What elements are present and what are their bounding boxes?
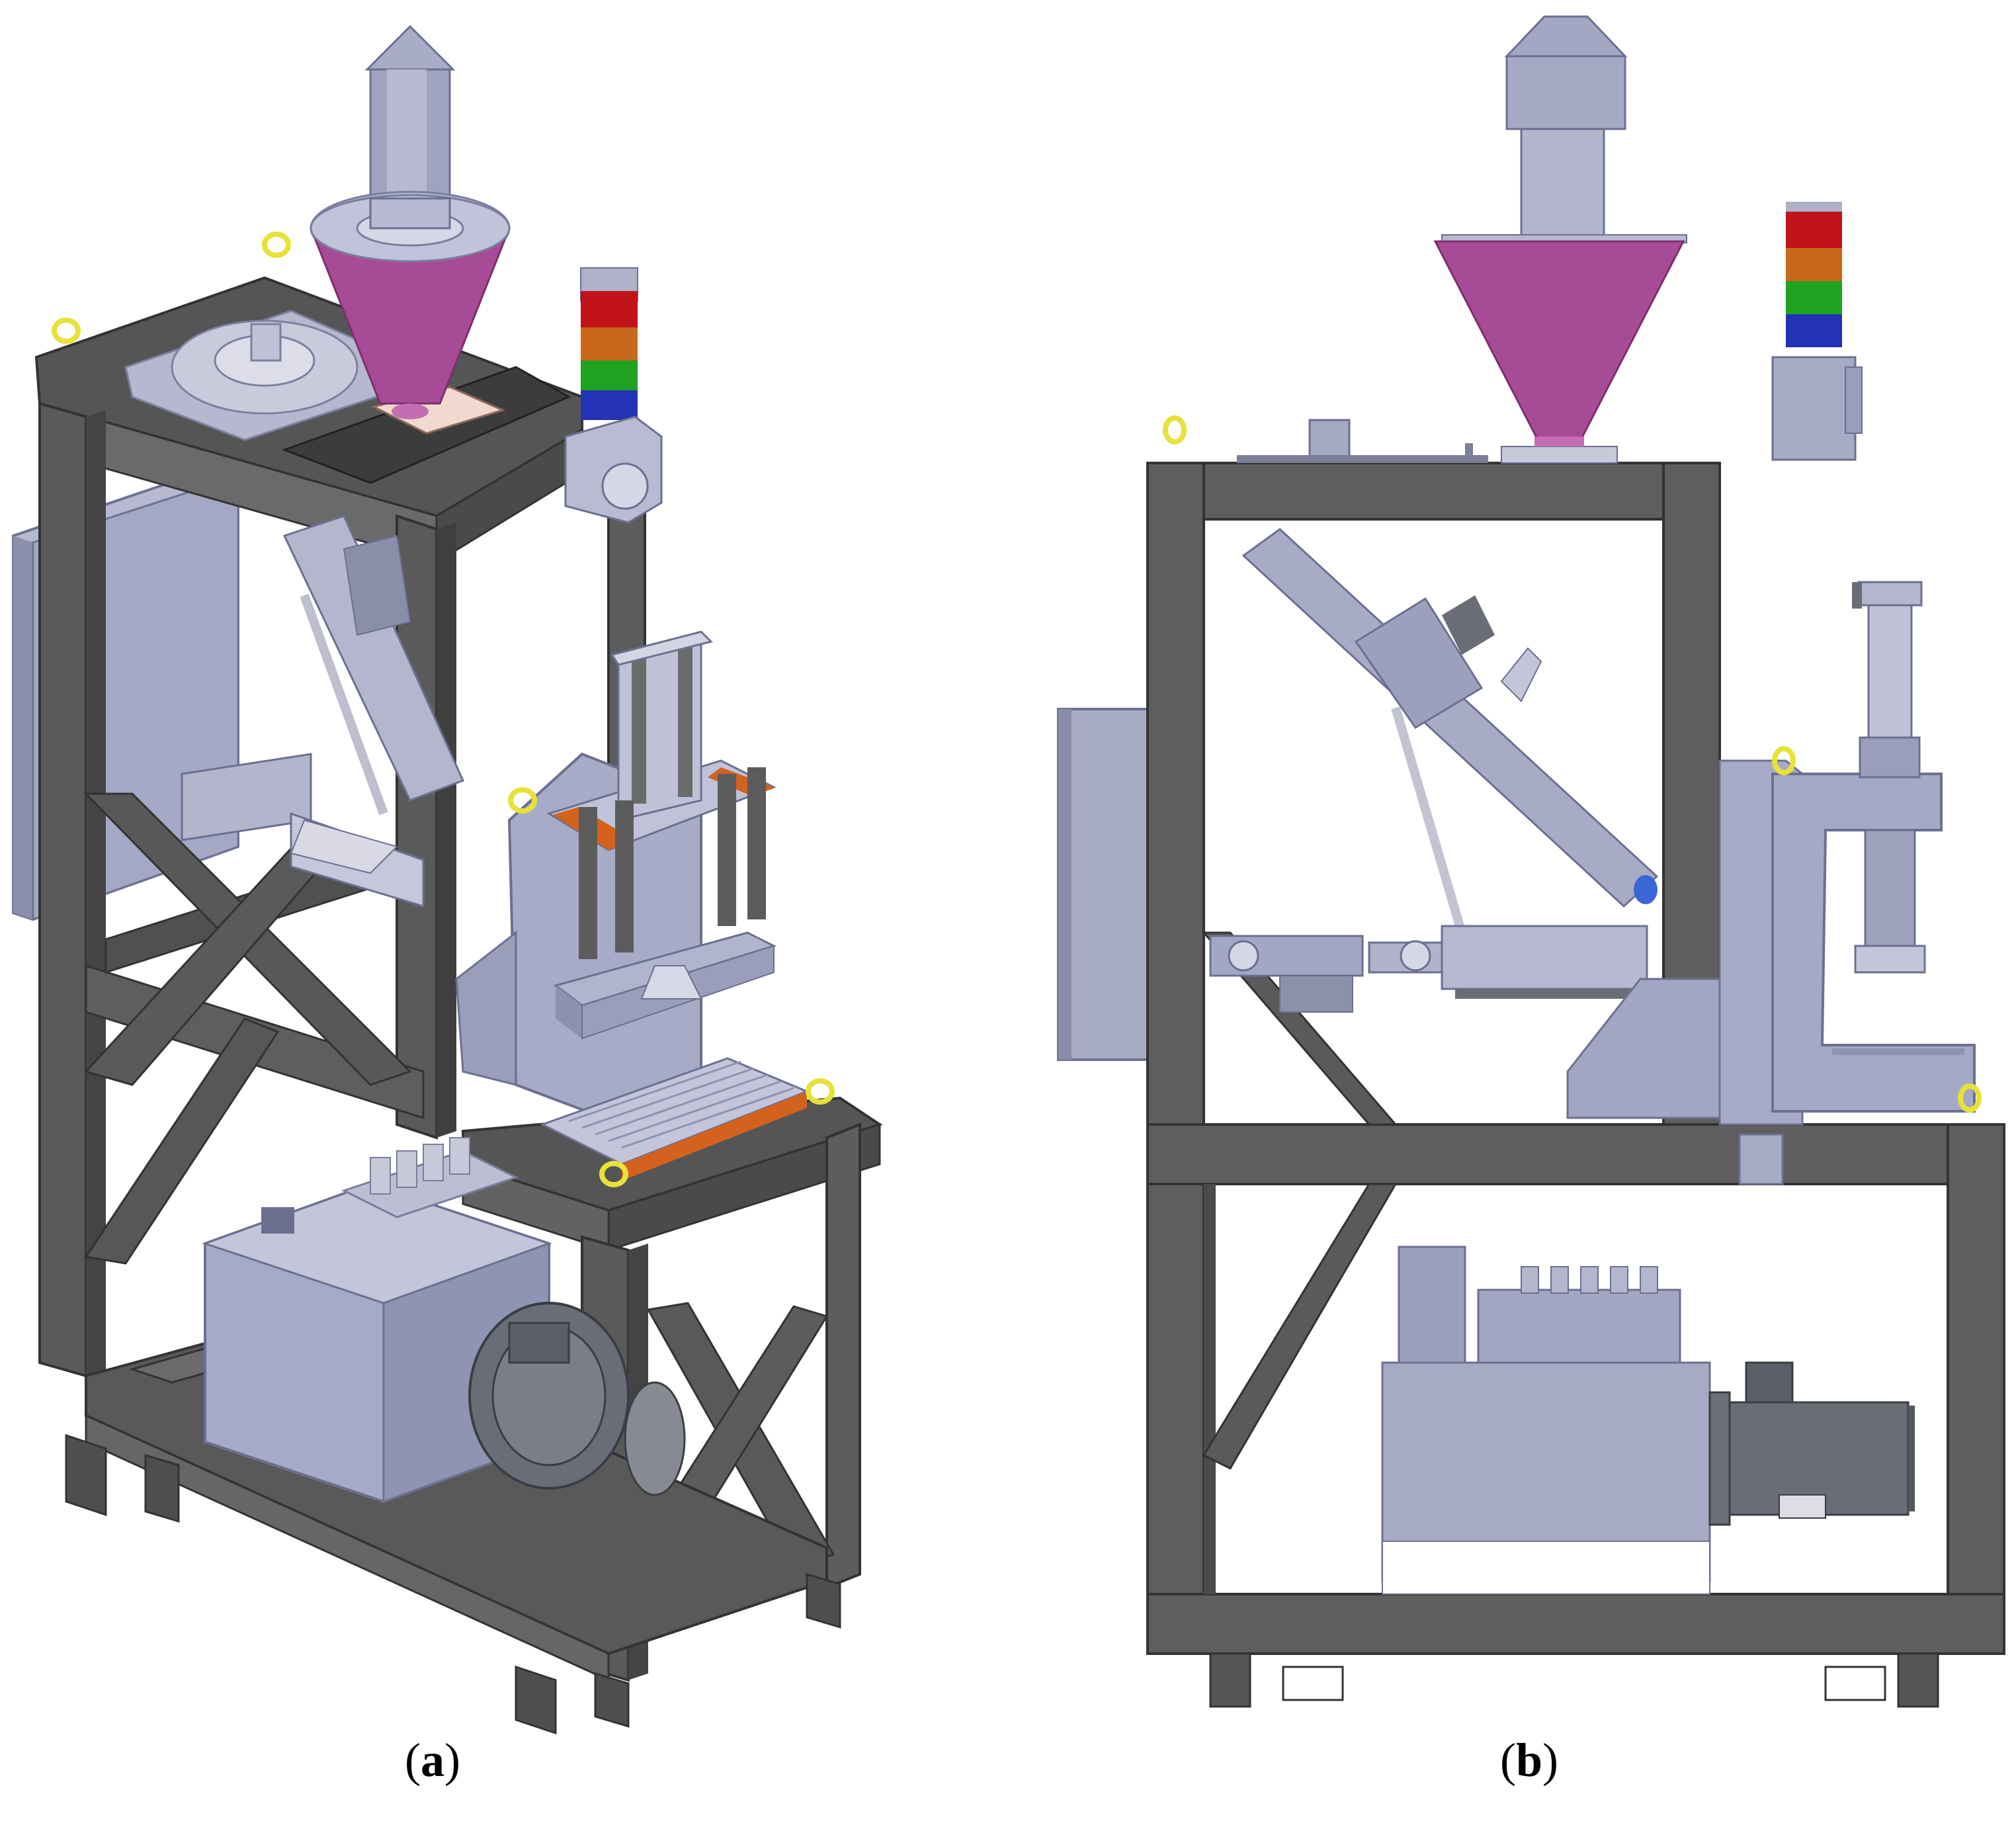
top-plate-items bbox=[1237, 419, 1618, 464]
angled-cylinder bbox=[282, 515, 465, 816]
press-frame bbox=[1566, 581, 1976, 1126]
hydraulic-cylinder-icon bbox=[1852, 581, 1923, 779]
hopper-icon bbox=[309, 24, 511, 419]
panel-b-front-view bbox=[1057, 15, 2005, 1708]
hydraulic-valve-stack bbox=[1477, 1266, 1681, 1364]
panel-b-caption: (b) bbox=[1500, 1734, 1559, 1787]
hydraulic-power-unit bbox=[1381, 1246, 1915, 1595]
hydraulic-valve-stack bbox=[370, 1137, 470, 1195]
feeder-cylinder bbox=[181, 753, 425, 908]
electric-motor-icon bbox=[468, 1302, 686, 1496]
frame-structure bbox=[1146, 462, 2005, 1708]
electric-motor-icon bbox=[1708, 1361, 1915, 1526]
press-plate-icon bbox=[540, 1057, 810, 1181]
signal-tower-icon bbox=[564, 267, 663, 524]
feeder-cylinder bbox=[1209, 925, 1648, 1013]
panel-a-isometric-view bbox=[12, 24, 883, 1735]
hopper-icon bbox=[1433, 15, 1687, 446]
press-frame bbox=[455, 630, 810, 1181]
control-cabinet-icon bbox=[1057, 708, 1149, 1061]
panel-a-caption: (a) bbox=[405, 1734, 460, 1787]
panel-b-label: b bbox=[1515, 1734, 1543, 1787]
panel-a-label: a bbox=[420, 1734, 444, 1787]
angled-cylinder bbox=[1241, 528, 1659, 934]
signal-tower-icon bbox=[1771, 202, 1863, 461]
lifting-eye-icon bbox=[1163, 415, 1982, 1113]
hydraulic-cylinder-icon bbox=[610, 630, 713, 822]
lifting-eye-icon bbox=[52, 232, 835, 1187]
hydraulic-power-unit bbox=[202, 1137, 686, 1503]
